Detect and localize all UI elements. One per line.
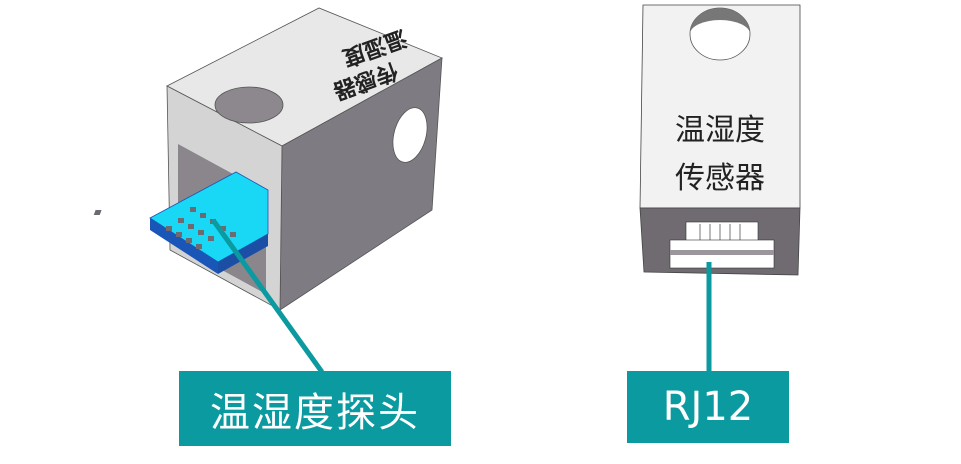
sensor-probe xyxy=(93,171,269,274)
probe-leader-line xyxy=(210,218,325,374)
sensor-side-edge xyxy=(218,234,268,274)
port-callout-label: RJ12 xyxy=(627,371,789,443)
probe-callout-label: 温湿度探头 xyxy=(179,371,451,446)
probe-callout-text: 温湿度探头 xyxy=(210,389,420,436)
rj12-port xyxy=(669,221,775,269)
sensor-front-edge xyxy=(150,218,218,274)
right-face-text-line2: 传感器 xyxy=(675,161,765,196)
right-face-text-line1: 温湿度 xyxy=(675,113,765,148)
port-callout-text: RJ12 xyxy=(662,384,754,430)
right-housing: 温湿度 传感器 xyxy=(639,4,801,276)
top-hole xyxy=(214,86,284,124)
side-hole xyxy=(392,107,428,163)
